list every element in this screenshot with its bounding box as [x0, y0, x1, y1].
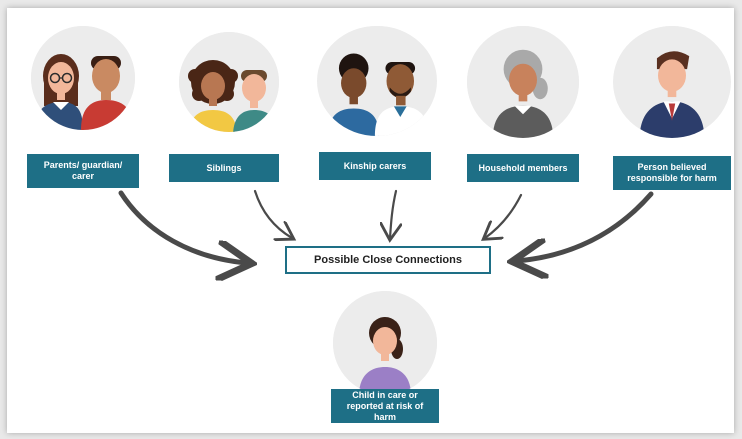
source-label-kinship-carers: Kinship carers	[319, 152, 431, 180]
siblings-illustration	[179, 32, 279, 132]
source-label-person-responsible: Person believed responsible for harm	[613, 156, 731, 190]
arrow-from-parents	[118, 190, 247, 263]
diagram-canvas: Parents/ guardian/ carer Si	[7, 8, 734, 433]
arrow-from-kinship	[390, 189, 396, 238]
parents-guardian-carer-illustration	[31, 26, 135, 130]
child-illustration	[333, 291, 437, 395]
source-label-parents: Parents/ guardian/ carer	[27, 154, 139, 188]
person-responsible-illustration	[613, 26, 731, 138]
possible-close-connections-box: Possible Close Connections	[285, 246, 491, 274]
household-member-illustration	[467, 26, 579, 138]
kinship-carers-illustration	[317, 26, 437, 136]
source-label-siblings: Siblings	[169, 154, 279, 182]
arrow-from-person-responsible	[517, 191, 654, 261]
arrow-from-household	[485, 193, 523, 238]
arrow-from-siblings	[253, 189, 292, 238]
child-label: Child in care or reported at risk of har…	[331, 389, 439, 423]
source-label-household-members: Household members	[467, 154, 579, 182]
